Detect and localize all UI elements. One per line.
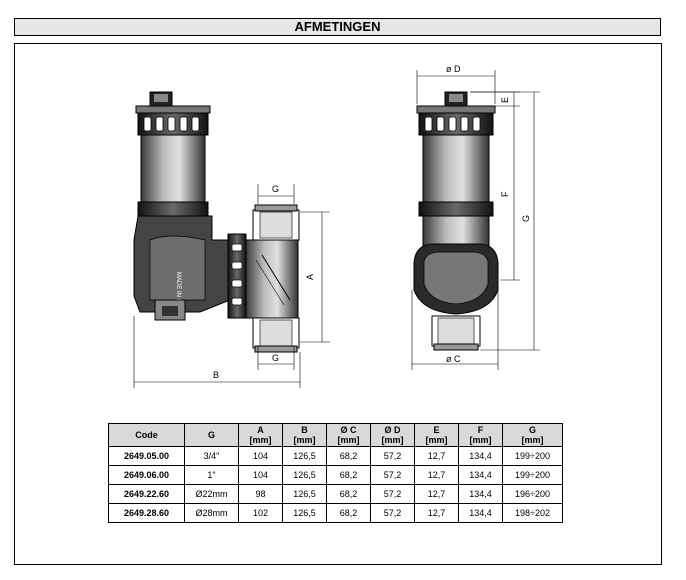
- table-row: 2649.28.60 Ø28mm 102 126,5 68,2 57,2 12,…: [108, 503, 563, 523]
- table-row: 2649.22.60 Ø22mm 98 126,5 68,2 57,2 12,7…: [108, 484, 563, 504]
- cell-c: 68,2: [326, 484, 371, 504]
- cell-a: 104: [238, 465, 283, 485]
- cell-g-mm: 198÷202: [502, 503, 563, 523]
- table-row: 2649.06.00 1" 104 126,5 68,2 57,2 12,7 1…: [108, 465, 563, 485]
- cell-e: 12,7: [414, 465, 459, 485]
- cell-f: 134,4: [458, 446, 503, 466]
- cell-d: 57,2: [370, 503, 415, 523]
- header-d: Ø D[mm]: [370, 423, 415, 447]
- header-b: B[mm]: [282, 423, 327, 447]
- section-title: AFMETINGEN: [14, 18, 661, 36]
- cell-g: 3/4": [184, 446, 239, 466]
- cell-g-mm: 196÷200: [502, 484, 563, 504]
- dim-d-label: ø D: [446, 64, 461, 74]
- front-view: [413, 91, 499, 351]
- dim-b-label: B: [213, 370, 219, 380]
- cell-g: Ø22mm: [184, 484, 239, 504]
- table-row: 2649.05.00 3/4" 104 126,5 68,2 57,2 12,7…: [108, 446, 563, 466]
- dim-g-bottom-label: G: [272, 353, 279, 363]
- cell-c: 68,2: [326, 503, 371, 523]
- dim-e-label: E: [500, 97, 510, 103]
- cell-c: 68,2: [326, 465, 371, 485]
- made-in-italy-stamp: MADE IN ITALY: [175, 272, 181, 314]
- cell-f: 134,4: [458, 503, 503, 523]
- dim-c-label: ø C: [446, 354, 461, 364]
- cell-e: 12,7: [414, 484, 459, 504]
- cell-code: 2649.06.00: [108, 465, 185, 485]
- cell-code: 2649.22.60: [108, 484, 185, 504]
- header-e: E[mm]: [414, 423, 459, 447]
- cell-f: 134,4: [458, 465, 503, 485]
- header-g-connection: G: [184, 423, 239, 447]
- header-f: F[mm]: [458, 423, 503, 447]
- drawing-frame: [14, 43, 662, 565]
- dim-a-label: A: [305, 274, 315, 280]
- technical-drawing: MADE IN ITALY G G: [133, 64, 540, 388]
- header-c: Ø C[mm]: [326, 423, 371, 447]
- cell-d: 57,2: [370, 446, 415, 466]
- cell-c: 68,2: [326, 446, 371, 466]
- cell-b: 126,5: [282, 503, 327, 523]
- cell-code: 2649.28.60: [108, 503, 185, 523]
- side-view-dimensions: [133, 184, 330, 388]
- header-a: A[mm]: [238, 423, 283, 447]
- cell-e: 12,7: [414, 446, 459, 466]
- dim-f-label: F: [500, 191, 510, 197]
- header-code: Code: [108, 423, 185, 447]
- cell-g-mm: 199÷200: [502, 446, 563, 466]
- cell-g: Ø28mm: [184, 503, 239, 523]
- dim-g-label: G: [521, 215, 531, 222]
- cell-a: 98: [238, 484, 283, 504]
- cell-f: 134,4: [458, 484, 503, 504]
- front-view-dimensions: [411, 70, 540, 370]
- cell-a: 104: [238, 446, 283, 466]
- header-g: G[mm]: [502, 423, 563, 447]
- table-header-row: Code G A[mm] B[mm] Ø C[mm] Ø D[mm] E[mm]…: [108, 423, 563, 447]
- cell-b: 126,5: [282, 446, 327, 466]
- cell-e: 12,7: [414, 503, 459, 523]
- dim-g-top-label: G: [272, 184, 279, 194]
- cell-b: 126,5: [282, 465, 327, 485]
- cell-d: 57,2: [370, 465, 415, 485]
- cell-g: 1": [184, 465, 239, 485]
- cell-code: 2649.05.00: [108, 446, 185, 466]
- cell-g-mm: 199÷200: [502, 465, 563, 485]
- cell-a: 102: [238, 503, 283, 523]
- cell-d: 57,2: [370, 484, 415, 504]
- side-view: MADE IN ITALY: [133, 91, 300, 353]
- dimensions-table: Code G A[mm] B[mm] Ø C[mm] Ø D[mm] E[mm]…: [108, 423, 563, 523]
- cell-b: 126,5: [282, 484, 327, 504]
